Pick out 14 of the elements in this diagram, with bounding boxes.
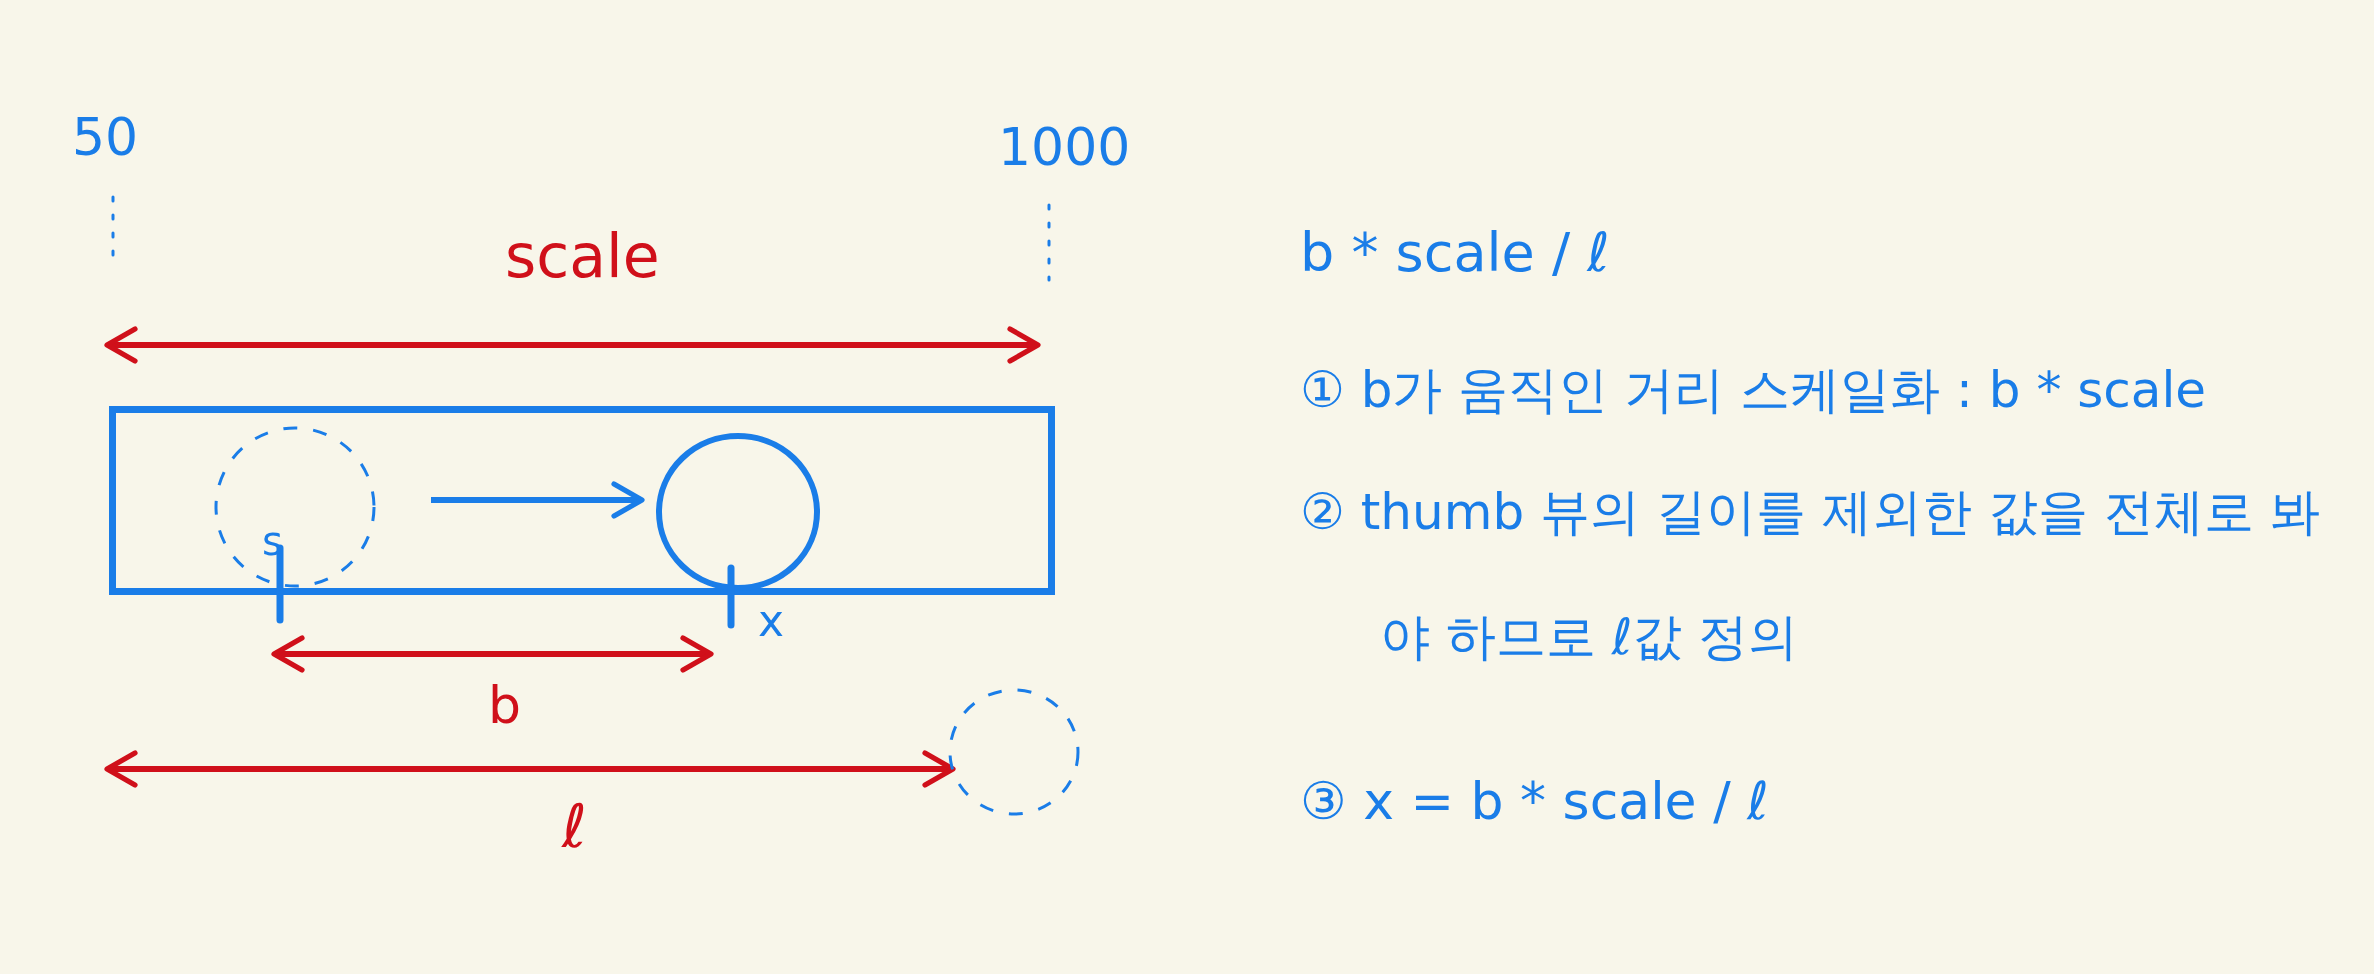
position-label: x (758, 596, 785, 647)
dashed-circle (212, 424, 378, 590)
step-text: ② thumb 뷰의 길이를 제외한 값을 전체로 봐야 하므로 ℓ값 정의 (1300, 482, 2320, 668)
dimension-label: scale (505, 222, 660, 291)
step-text: ① b가 움직인 거리 스케일화 : b * scale (1300, 362, 2207, 420)
formula-text: b * scale / ℓ (1300, 222, 1610, 285)
scale-value: 1000 (998, 118, 1131, 178)
dashed-circle (946, 686, 1082, 818)
scale-value: 50 (72, 108, 139, 168)
dimension-label: ℓ (562, 792, 587, 861)
dimension-label: b (488, 676, 521, 736)
arrow (431, 481, 645, 519)
step-text: ③ x = b * scale / ℓ (1300, 772, 1769, 832)
track-box (109, 406, 1055, 595)
